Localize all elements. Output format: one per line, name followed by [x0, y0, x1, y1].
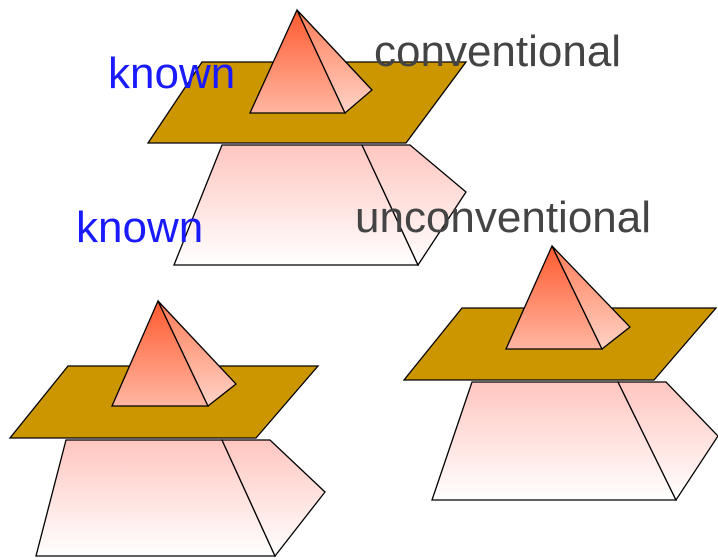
pyramid-tip-bottom-right-side — [551, 245, 631, 351]
frustum-top-side — [360, 144, 467, 267]
label-known-middle: known — [76, 203, 203, 252]
pyramid-group-top — [146, 8, 468, 267]
label-unconventional: unconventional — [355, 193, 651, 242]
label-known-top: known — [108, 49, 235, 98]
frustum-bottom-left-side — [220, 439, 326, 558]
pyramid-tip-bottom-left-side — [157, 300, 237, 408]
label-conventional: conventional — [374, 27, 621, 76]
pyramid-group-bottom-right — [402, 244, 718, 502]
pyramid-group-bottom-left — [8, 299, 326, 558]
pyramid-tip-top-side — [296, 9, 373, 115]
frustum-bottom-right-side — [616, 381, 718, 502]
